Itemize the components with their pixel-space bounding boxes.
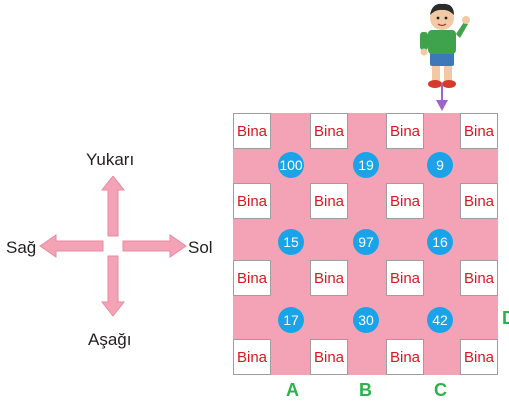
start-pointer-arrow-icon: [436, 84, 448, 111]
building: Bina: [386, 183, 424, 219]
number-circle: 9: [427, 152, 453, 178]
compass-up-label: Yukarı: [86, 150, 135, 169]
building: Bina: [460, 339, 498, 375]
building: Bina: [310, 339, 348, 375]
building: Bina: [386, 260, 424, 296]
number-circle: 19: [353, 152, 379, 178]
building: Bina: [233, 339, 271, 375]
number-circle: 42: [427, 307, 453, 333]
building: Bina: [233, 183, 271, 219]
building: Bina: [460, 113, 498, 149]
direction-compass: [39, 176, 187, 317]
building: Bina: [310, 113, 348, 149]
number-circle: 15: [278, 229, 304, 255]
row-label-d: D: [502, 308, 509, 328]
column-label-c: C: [434, 380, 447, 400]
right-arrow-icon: [122, 234, 187, 258]
building: Bina: [460, 260, 498, 296]
building: Bina: [386, 113, 424, 149]
building: Bina: [233, 260, 271, 296]
up-arrow-icon: [100, 176, 126, 237]
compass-down-label: Aşağı: [88, 330, 132, 349]
building: Bina: [460, 183, 498, 219]
city-grid: Bina Bina Bina Bina Bina Bina Bina Bina …: [233, 113, 498, 375]
number-circle: 17: [278, 307, 304, 333]
building: Bina: [310, 183, 348, 219]
building: Bina: [233, 113, 271, 149]
number-circle: 30: [353, 307, 379, 333]
column-label-a: A: [286, 380, 299, 400]
building: Bina: [310, 260, 348, 296]
left-arrow-icon: [39, 234, 104, 258]
boy-figure-icon: [420, 3, 470, 88]
number-circle: 16: [427, 229, 453, 255]
number-circle: 100: [278, 152, 304, 178]
down-arrow-icon: [100, 255, 126, 317]
number-circle: 97: [353, 229, 379, 255]
compass-left-label: Sağ: [6, 238, 37, 257]
building: Bina: [386, 339, 424, 375]
column-label-b: B: [359, 380, 372, 400]
compass-right-label: Sol: [188, 238, 213, 257]
